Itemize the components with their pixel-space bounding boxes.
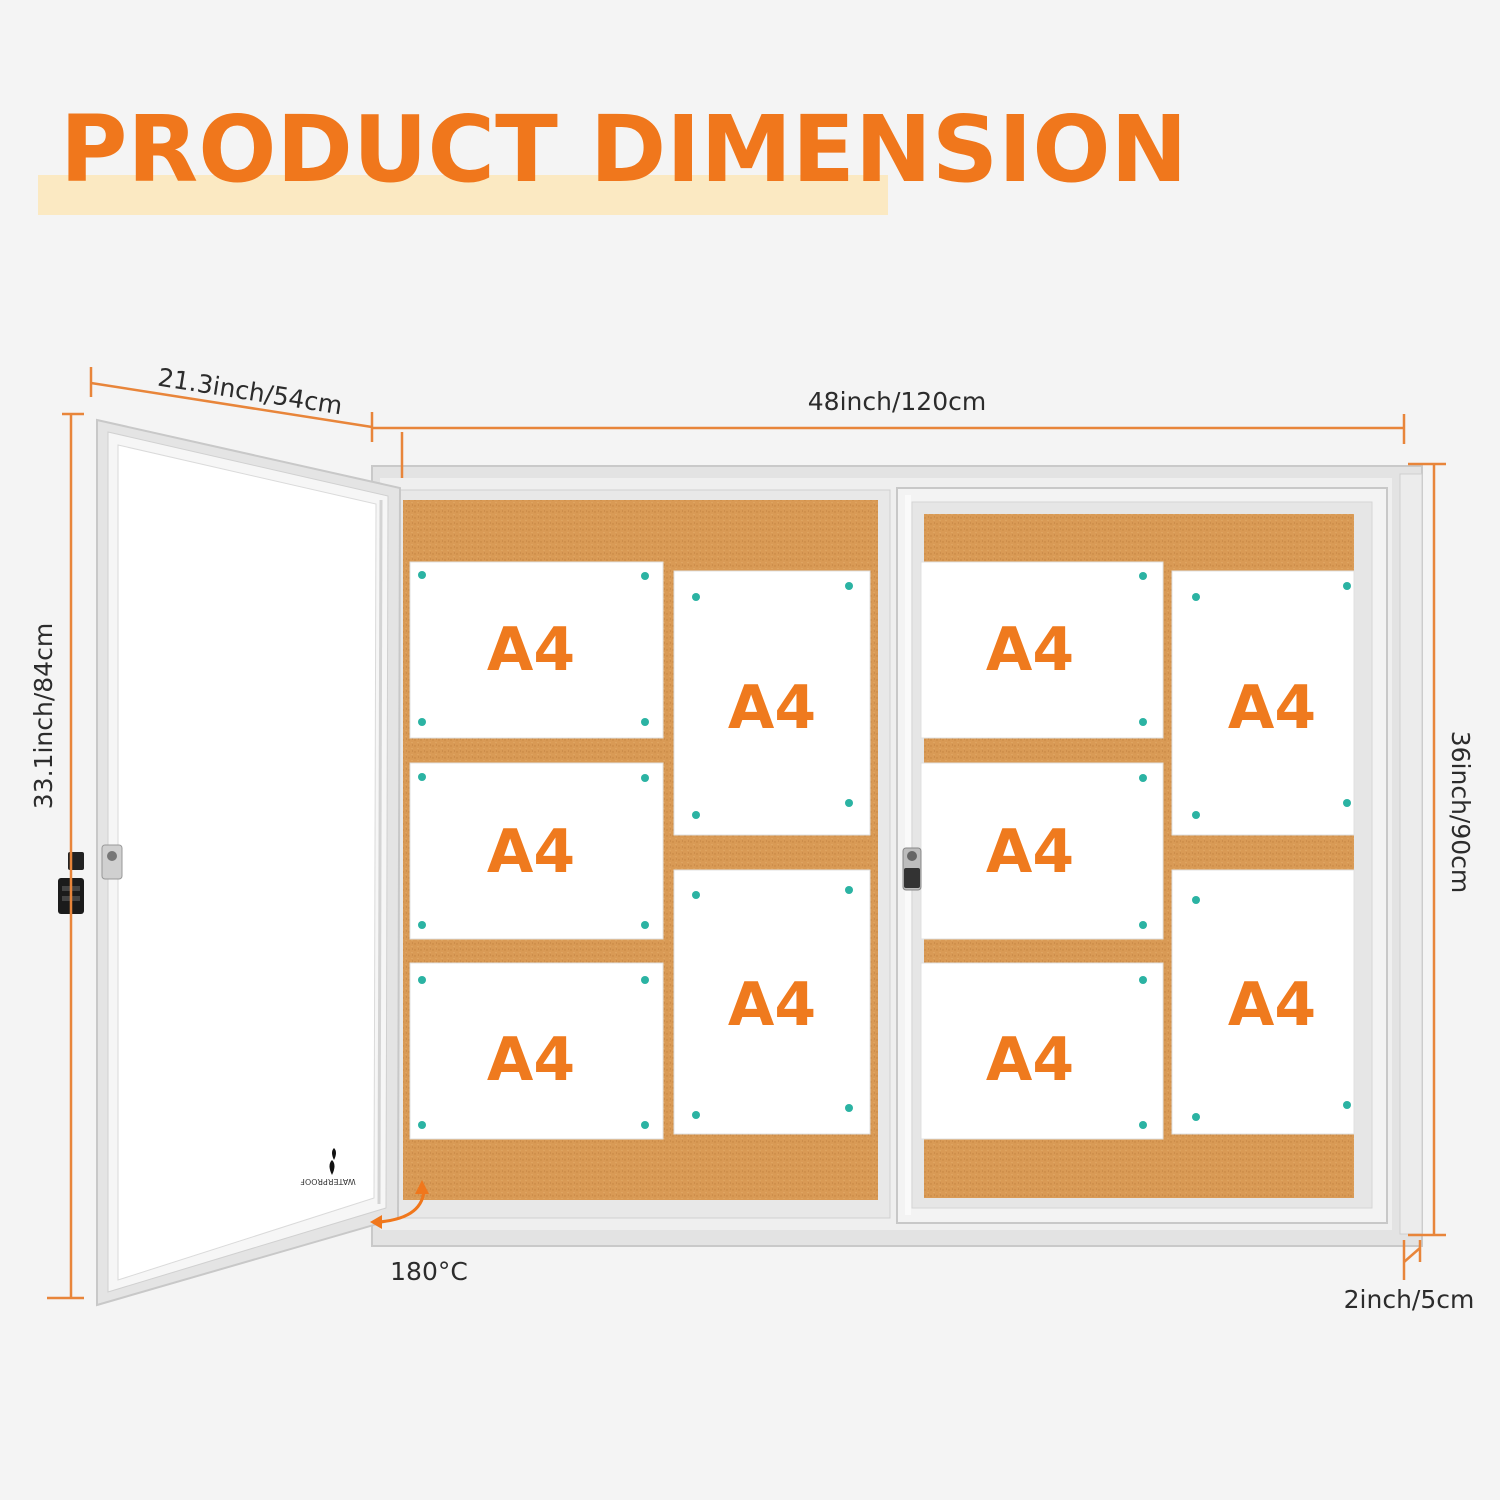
pin-icon — [1139, 774, 1147, 782]
a4-sheet: A4 — [673, 869, 871, 1135]
a4-sheet: A4 — [1171, 869, 1355, 1135]
pin-icon — [845, 799, 853, 807]
a4-sheet: A4 — [409, 561, 664, 739]
arrow-head-icon — [415, 1180, 429, 1194]
pin-icon — [418, 571, 426, 579]
a4-sheet: A4 — [409, 762, 664, 940]
a4-sheets: A4 A4 A4 A4 A4 A4 A4 A4 — [409, 561, 1355, 1140]
pin-icon — [641, 976, 649, 984]
arrow-head-icon — [370, 1215, 382, 1229]
door-lock-icon — [902, 847, 922, 891]
pin-icon — [641, 572, 649, 580]
pin-icon — [692, 811, 700, 819]
a4-sheet: A4 — [673, 570, 871, 836]
waterproof-badge: WATERPROOF — [300, 1148, 356, 1186]
pin-icon — [1139, 976, 1147, 984]
pin-icon — [641, 921, 649, 929]
a4-label: A4 — [487, 1025, 575, 1095]
pin-icon — [418, 1121, 426, 1129]
pin-icon — [641, 1121, 649, 1129]
depth-label: 2inch/5cm — [1344, 1285, 1475, 1314]
a4-label: A4 — [728, 673, 816, 743]
pin-icon — [418, 718, 426, 726]
a4-label: A4 — [728, 970, 816, 1040]
total-width-label: 48inch/120cm — [808, 387, 986, 416]
a4-sheet: A4 — [409, 962, 664, 1140]
door-width-label: 21.3inch/54cm — [156, 363, 345, 421]
a4-label: A4 — [487, 817, 575, 887]
pin-icon — [845, 1104, 853, 1112]
a4-label: A4 — [487, 615, 575, 685]
page-title: PRODUCT DIMENSION — [60, 96, 1188, 203]
pin-icon — [418, 976, 426, 984]
pin-icon — [1192, 896, 1200, 904]
pin-icon — [692, 593, 700, 601]
pin-icon — [1139, 921, 1147, 929]
title-highlight-band — [38, 175, 888, 215]
pin-icon — [1192, 811, 1200, 819]
pin-icon — [418, 773, 426, 781]
pin-icon — [1343, 799, 1351, 807]
pin-icon — [641, 774, 649, 782]
open-glass-door: WATERPROOF — [96, 418, 402, 1307]
door-height-label: 33.1inch/84cm — [29, 623, 58, 809]
pin-icon — [418, 921, 426, 929]
pin-icon — [692, 1111, 700, 1119]
a4-sheet: A4 — [1171, 570, 1355, 836]
pin-icon — [692, 891, 700, 899]
a4-label: A4 — [1228, 970, 1316, 1040]
a4-label: A4 — [986, 1025, 1074, 1095]
opening-angle-label: 180°C — [390, 1257, 468, 1286]
pin-icon — [1192, 1113, 1200, 1121]
pin-icon — [1139, 1121, 1147, 1129]
pin-icon — [1139, 718, 1147, 726]
pin-icon — [641, 718, 649, 726]
pin-icon — [1343, 582, 1351, 590]
push-pins — [418, 571, 1351, 1129]
a4-sheet: A4 — [920, 962, 1164, 1140]
pin-icon — [1139, 572, 1147, 580]
total-height-label: 36inch/90cm — [1446, 731, 1475, 894]
a4-sheet: A4 — [920, 561, 1164, 739]
pin-icon — [845, 582, 853, 590]
a4-label: A4 — [1228, 673, 1316, 743]
pin-icon — [845, 886, 853, 894]
a4-label: A4 — [986, 615, 1074, 685]
waterproof-label: WATERPROOF — [300, 1177, 356, 1186]
dimension-lines — [47, 367, 1446, 1300]
a4-label: A4 — [986, 817, 1074, 887]
pin-icon — [1343, 1101, 1351, 1109]
pin-icon — [1192, 593, 1200, 601]
a4-sheet: A4 — [920, 762, 1164, 940]
